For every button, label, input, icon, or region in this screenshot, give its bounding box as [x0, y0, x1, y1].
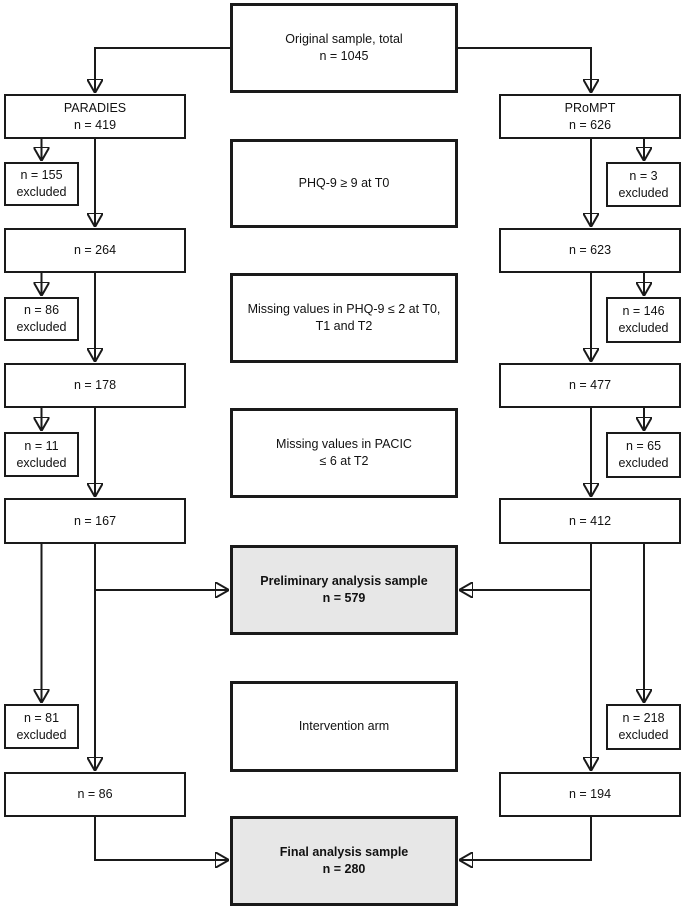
node-paradies-label: PARADIES [63, 100, 127, 115]
node-count: n = 86 [77, 787, 113, 801]
node-excluded-prompt-pacic: n = 65 excluded [606, 432, 681, 478]
excluded-count: n = 155 [20, 168, 63, 182]
node-count: n = 178 [73, 378, 117, 392]
node-prompt-count: n = 626 [568, 117, 612, 132]
node-paradies-after-pacic: n = 167 [4, 498, 186, 544]
excluded-label: excluded [618, 456, 669, 470]
node-prompt-intervention: n = 194 [499, 772, 681, 817]
node-preliminary-analysis-count: n = 579 [322, 591, 366, 605]
node-paradies-intervention: n = 86 [4, 772, 186, 817]
criterion-pacic-label-line1: Missing values in PACIC [276, 437, 412, 451]
arrow-n86-to-final [94, 817, 228, 860]
criterion-missing-phq9-label-line1: Missing values in PHQ-9 ≤ 2 at T0, [247, 302, 441, 316]
excluded-label: excluded [16, 455, 67, 470]
arrow-original-to-prompt [458, 47, 591, 92]
node-prompt-after-missing-phq9: n = 477 [499, 363, 681, 408]
criterion-pacic-box: Missing values in PACIC ≤ 6 at T2 [230, 408, 458, 498]
node-preliminary-analysis-sample: Preliminary analysis sample n = 579 [230, 545, 458, 635]
excluded-label: excluded [618, 728, 669, 742]
excluded-count: n = 65 [625, 439, 662, 453]
node-excluded-paradies-intervention: n = 81 excluded [4, 704, 79, 749]
criterion-phq9-label: PHQ-9 ≥ 9 at T0 [298, 176, 390, 190]
excluded-label: excluded [618, 185, 669, 200]
node-count: n = 167 [73, 513, 117, 528]
excluded-count: n = 86 [23, 303, 60, 317]
node-prompt: PRoMPT n = 626 [499, 94, 681, 139]
excluded-count: n = 3 [629, 168, 658, 183]
excluded-count: n = 11 [24, 438, 59, 453]
node-excluded-paradies-phq9: n = 155 excluded [4, 162, 79, 206]
node-paradies-count: n = 419 [73, 117, 117, 132]
node-paradies-after-phq9: n = 264 [4, 228, 186, 273]
node-prompt-after-phq9: n = 623 [499, 228, 681, 273]
node-prompt-label: PRoMPT [564, 100, 616, 115]
node-excluded-prompt-intervention: n = 218 excluded [606, 704, 681, 750]
excluded-count: n = 218 [622, 711, 665, 725]
node-excluded-prompt-phq9: n = 3 excluded [606, 162, 681, 207]
excluded-label: excluded [618, 321, 669, 335]
criterion-phq9-box: PHQ-9 ≥ 9 at T0 [230, 139, 458, 228]
excluded-label: excluded [16, 185, 67, 199]
node-count: n = 477 [568, 378, 612, 392]
arrow-n194-to-final [460, 817, 592, 860]
node-original-sample: Original sample, total n = 1045 [230, 3, 458, 93]
node-preliminary-analysis-label: Preliminary analysis sample [260, 574, 428, 588]
excluded-label: excluded [16, 320, 67, 334]
node-original-sample-label: Original sample, total [285, 32, 403, 46]
criterion-pacic-label-line2: ≤ 6 at T2 [319, 454, 369, 468]
node-excluded-paradies-pacic: n = 11 excluded [4, 432, 79, 477]
node-excluded-paradies-missing-phq9: n = 86 excluded [4, 297, 79, 341]
criterion-intervention-arm-label: Intervention arm [298, 719, 390, 733]
node-count: n = 264 [73, 243, 117, 257]
node-paradies: PARADIES n = 419 [4, 94, 186, 139]
node-count: n = 623 [568, 243, 612, 257]
excluded-count: n = 81 [23, 710, 60, 725]
excluded-count: n = 146 [622, 304, 665, 318]
node-prompt-after-pacic: n = 412 [499, 498, 681, 544]
node-excluded-prompt-missing-phq9: n = 146 excluded [606, 297, 681, 343]
node-count: n = 194 [568, 787, 612, 801]
arrow-original-to-paradies [95, 47, 230, 92]
node-paradies-after-missing-phq9: n = 178 [4, 363, 186, 408]
criterion-missing-phq9-box: Missing values in PHQ-9 ≤ 2 at T0, T1 an… [230, 273, 458, 363]
node-final-analysis-label: Final analysis sample [279, 845, 409, 859]
node-final-analysis-sample: Final analysis sample n = 280 [230, 816, 458, 906]
node-original-sample-count: n = 1045 [319, 49, 369, 63]
excluded-label: excluded [16, 727, 67, 742]
criterion-missing-phq9-label-line2: T1 and T2 [315, 319, 373, 333]
node-final-analysis-count: n = 280 [322, 862, 366, 876]
criterion-intervention-arm-box: Intervention arm [230, 681, 458, 772]
node-count: n = 412 [568, 513, 612, 528]
